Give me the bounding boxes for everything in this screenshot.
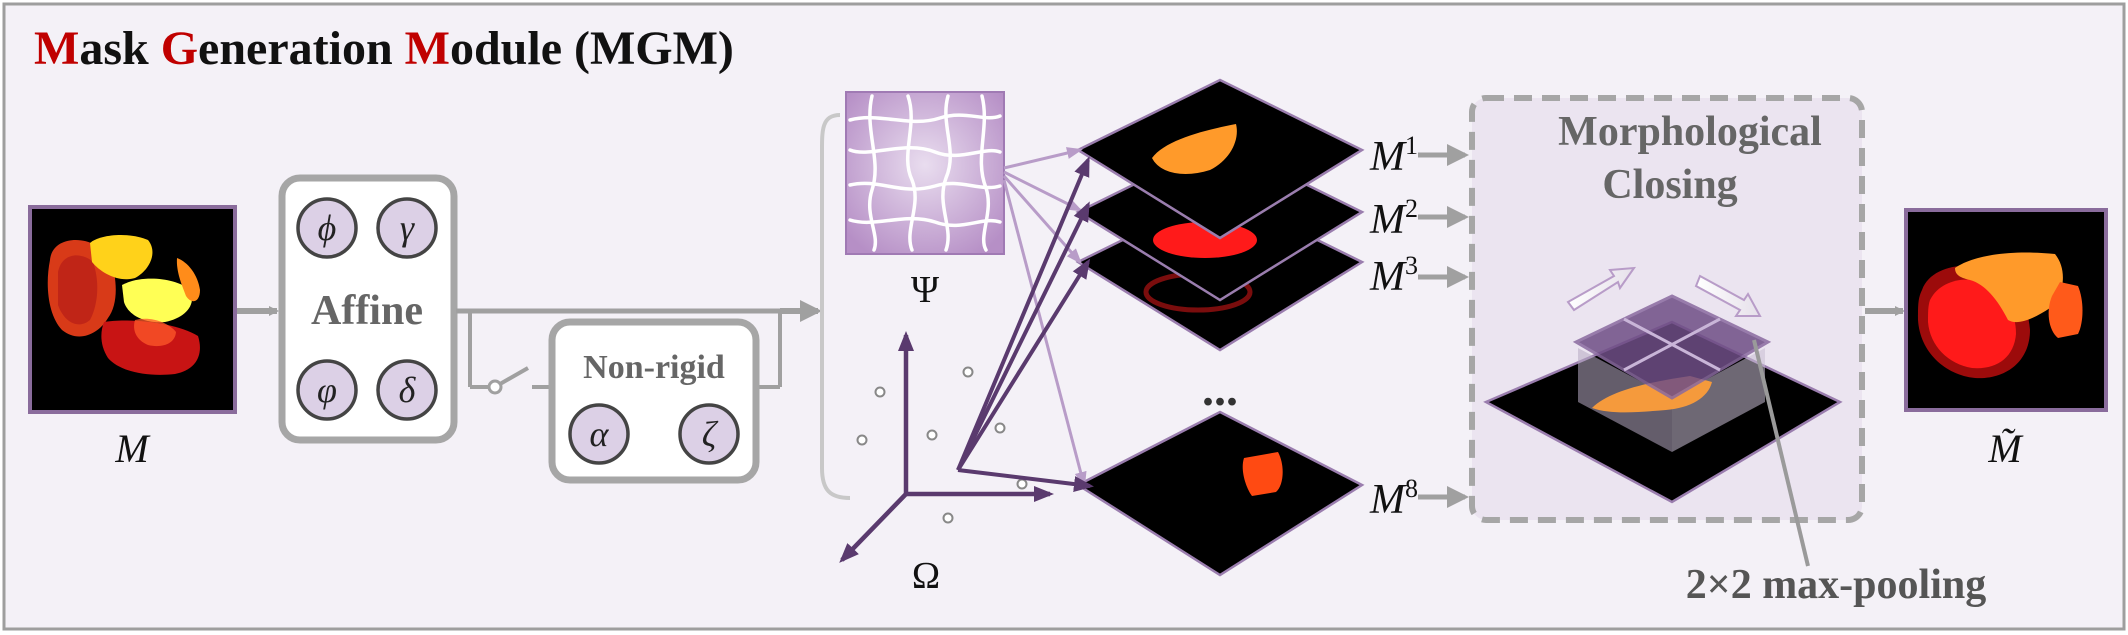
output-mask-label: M̃ bbox=[1987, 426, 2024, 471]
mask-stack bbox=[1075, 78, 1365, 577]
pooling-pointer bbox=[1752, 339, 1810, 567]
grouping-brace bbox=[820, 113, 851, 500]
affine-output-paths bbox=[456, 300, 822, 395]
pooling-label: 2×2 max-pooling bbox=[1686, 562, 1986, 608]
param-zeta bbox=[678, 403, 740, 465]
input-mask-label: M bbox=[114, 426, 151, 471]
param-varphi-text: φ bbox=[317, 370, 337, 410]
param-phi bbox=[296, 197, 358, 259]
param-phi-text: ϕ bbox=[318, 208, 337, 248]
mask-plane-8 bbox=[1075, 410, 1365, 577]
mask-label-1: M1 bbox=[1369, 131, 1418, 180]
pool-kernel-grid bbox=[1572, 294, 1772, 400]
switch-lever bbox=[499, 366, 529, 386]
closing-arrow-right bbox=[1694, 274, 1762, 317]
morph-title-line2: Closing bbox=[1602, 162, 1737, 208]
mask-label-8: M8 bbox=[1369, 474, 1418, 523]
param-alpha-text: α bbox=[590, 414, 610, 454]
param-varphi bbox=[296, 359, 358, 421]
nonrigid-label: Non-rigid bbox=[583, 349, 725, 386]
psi-label: Ψ bbox=[911, 269, 939, 311]
mask-labels: M1 M2 M3 M8 bbox=[1369, 131, 1418, 523]
affine-box: ϕ γ φ δ Affine bbox=[278, 174, 458, 444]
module-title: Mask Generation Module (MGM) bbox=[34, 22, 734, 75]
param-alpha bbox=[568, 403, 630, 465]
param-gamma bbox=[376, 197, 438, 259]
switch-node bbox=[487, 379, 503, 395]
input-mask bbox=[28, 205, 237, 414]
psi-field bbox=[845, 91, 1005, 255]
param-delta bbox=[376, 359, 438, 421]
omega-axes bbox=[839, 331, 1054, 563]
param-zeta-text: ζ bbox=[702, 414, 719, 454]
closing-arrow-left bbox=[1566, 266, 1637, 312]
mask-8-blob bbox=[1242, 452, 1283, 496]
morph-box: Morphological Closing bbox=[1469, 95, 1865, 523]
morph-title-line1: Morphological bbox=[1558, 109, 1822, 155]
param-delta-text: δ bbox=[399, 370, 417, 410]
mask-to-morph-arrows bbox=[1418, 144, 1469, 508]
output-mask bbox=[1904, 208, 2108, 412]
omega-label: Ω bbox=[912, 555, 940, 597]
pool-cube-right bbox=[1672, 348, 1765, 452]
mask-label-3: M3 bbox=[1369, 251, 1418, 300]
omega-arrows bbox=[956, 156, 1094, 493]
mask-label-2: M2 bbox=[1369, 194, 1418, 243]
mask-1-blob bbox=[1152, 124, 1237, 174]
stack-ellipsis: ... bbox=[1202, 363, 1238, 416]
nonrigid-box: Non-rigid α ζ bbox=[548, 318, 760, 484]
param-gamma-text: γ bbox=[400, 208, 415, 248]
affine-label: Affine bbox=[311, 288, 423, 334]
